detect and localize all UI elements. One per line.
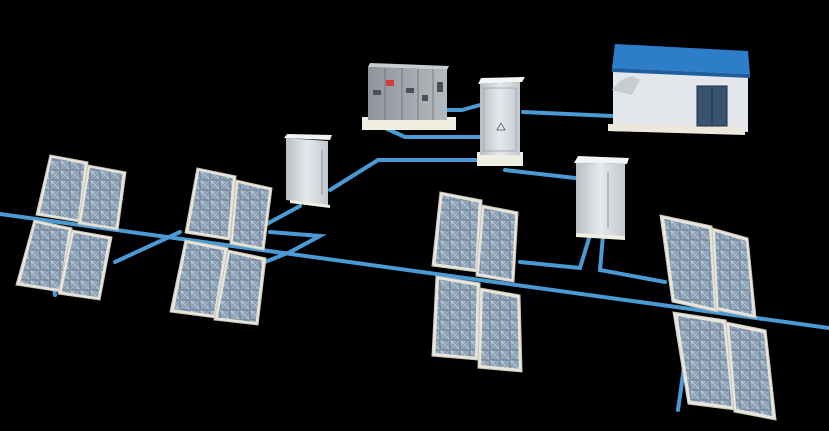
solar-arrays	[15, 154, 777, 421]
cable-combiner-3-array-4	[597, 233, 667, 284]
combiner-box-3	[574, 156, 629, 240]
control-building	[608, 44, 750, 135]
solar-panel	[431, 191, 483, 273]
cable-combiner-1-main	[328, 158, 482, 192]
solar-panel	[213, 249, 267, 326]
main-cable-trunk	[0, 212, 829, 330]
solar-panel	[35, 154, 89, 223]
electric-warning-icon	[496, 122, 506, 131]
solar-panel	[725, 321, 777, 421]
solar-panel	[77, 164, 127, 231]
main-distribution-cabinet	[477, 77, 525, 166]
cable-main-building	[521, 110, 614, 118]
solar-panel	[475, 204, 519, 283]
cable-main-combiner-3	[503, 168, 577, 180]
warning-label	[386, 80, 394, 86]
solar-panel	[15, 219, 73, 293]
cable-combiner-3-array-3	[518, 233, 592, 271]
cable-switchgear-top	[443, 103, 482, 112]
combiner-box-1	[284, 134, 332, 208]
solar-panel	[659, 214, 719, 313]
solar-panel	[169, 239, 229, 319]
switchgear-panel	[362, 63, 456, 130]
cable-array-2-combiner-1	[263, 204, 327, 264]
solar-panel	[672, 311, 737, 411]
solar-panel	[711, 227, 757, 319]
cable-switchgear-main	[383, 126, 482, 139]
solar-panel	[57, 229, 113, 301]
solar-panel	[184, 167, 237, 241]
solar-panel	[477, 287, 523, 373]
building-roof	[612, 44, 750, 74]
solar-panel	[229, 179, 273, 251]
solar-panel	[431, 275, 481, 361]
